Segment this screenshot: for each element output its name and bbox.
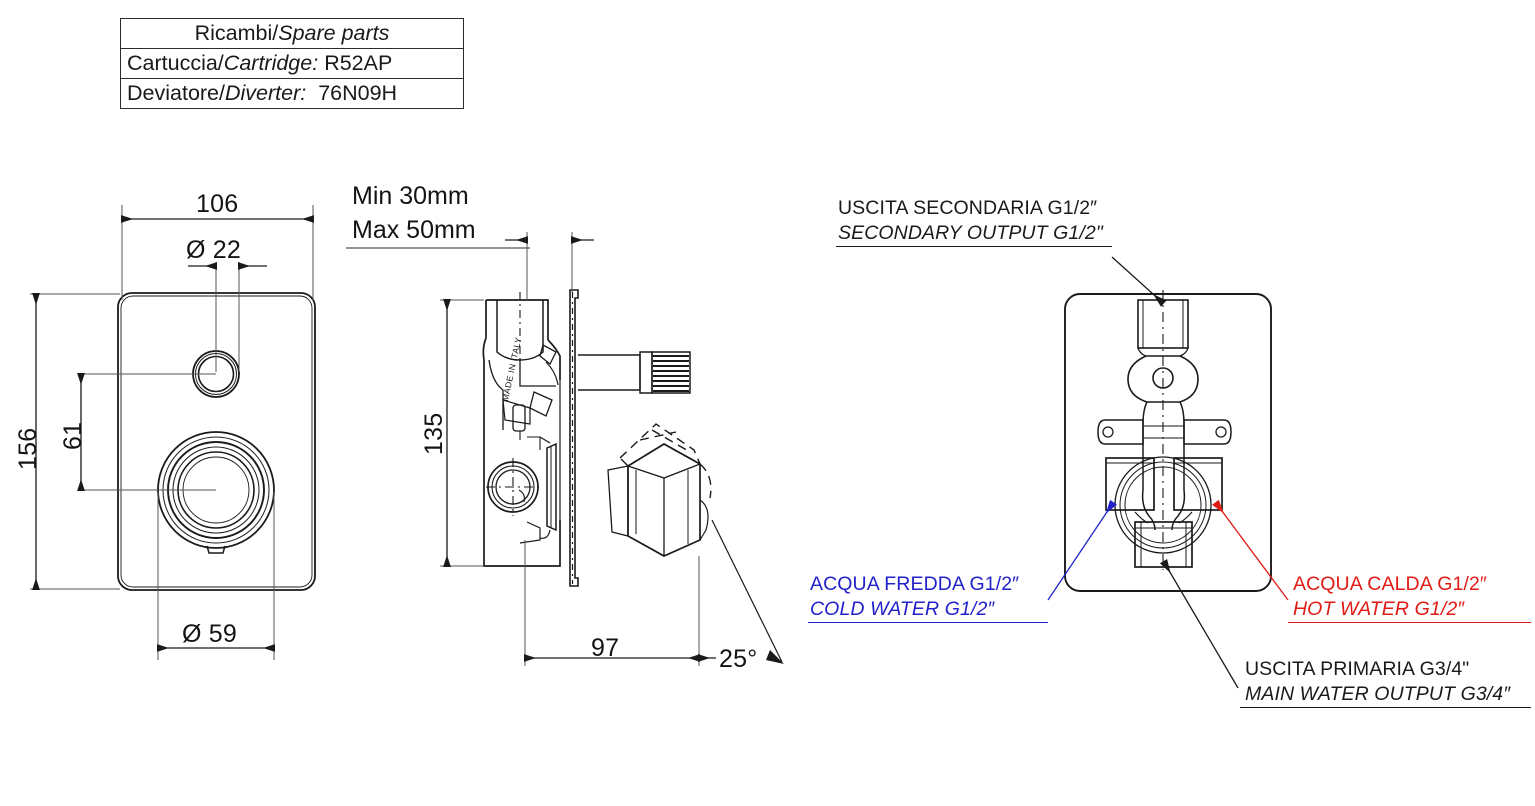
- wall-flange: [569, 289, 579, 587]
- label-cold-water-it: ACQUA FREDDA G1/2″: [810, 573, 1020, 595]
- hot-water-port: [1173, 457, 1223, 511]
- leader-cold-water: [1047, 499, 1118, 601]
- wall-note-min: Min 30mm: [352, 182, 469, 210]
- spare-parts-row-diverter: Deviatore/Diverter: 76N09H: [121, 79, 463, 108]
- lever-handle-side: [699, 499, 709, 541]
- dim-97-group: [524, 540, 700, 666]
- spare-parts-row-cartridge: Cartuccia/Cartridge: R52AP: [121, 49, 463, 79]
- escutcheon-top-chamfer: [539, 436, 551, 444]
- leader-main-output: [1159, 559, 1239, 689]
- cartridge-shoulder: [539, 344, 557, 366]
- spare-parts-table: Ricambi/Spare parts Cartuccia/Cartridge:…: [120, 18, 464, 109]
- lug-right: [1183, 419, 1232, 445]
- lug-right-hole: [1215, 426, 1227, 438]
- control-ring-notch: [206, 545, 226, 554]
- body-facet-a: [529, 391, 553, 417]
- dim-text-d59: Ø 59: [182, 620, 237, 648]
- label-cold-water-en: COLD WATER G1/2″: [810, 598, 995, 620]
- label-secondary-output-en: SECONDARY OUTPUT G1/2": [838, 222, 1103, 244]
- label-secondary-output: USCITA SECONDARIA G1/2″ SECONDARY OUTPUT…: [838, 196, 1103, 246]
- secondary-outlet-fillet-r: [1179, 347, 1189, 357]
- label-cold-water-rule: [808, 622, 1048, 623]
- dim-text-d22: Ø 22: [186, 236, 241, 264]
- leader-hot-water: [1212, 499, 1289, 601]
- escutcheon-bottom-chamfer: [539, 529, 551, 539]
- label-main-output: USCITA PRIMARIA G3/4" MAIN WATER OUTPUT …: [1245, 657, 1510, 707]
- lever-raised-line-a: [639, 431, 677, 441]
- diverter-label-it: Deviatore/: [127, 81, 225, 105]
- wall-note-max: Max 50mm: [352, 216, 476, 244]
- body-plaque: [512, 404, 526, 432]
- spare-parts-title-en: Spare parts: [278, 21, 390, 45]
- body-waist-left: [1141, 455, 1156, 531]
- label-secondary-output-it: USCITA SECONDARIA G1/2″: [838, 197, 1098, 219]
- body-left-upper: [482, 337, 487, 420]
- body-mid-contour: [488, 359, 504, 430]
- dim-text-97: 97: [591, 634, 620, 662]
- lug-left-hole: [1102, 426, 1114, 438]
- diverter-part-number: 76N09H: [318, 81, 398, 105]
- cartridge-part-number: R52AP: [324, 51, 393, 75]
- cartridge-label-it: Cartuccia/: [127, 51, 224, 75]
- diverter-port-ledge: [519, 360, 556, 387]
- secondary-outlet-fillet-l: [1137, 347, 1147, 357]
- lever-raised-line-b: [651, 429, 691, 453]
- dim-d22-group: [215, 262, 240, 372]
- body-top-outline: [486, 299, 549, 340]
- label-main-output-rule: [1240, 707, 1531, 708]
- escutcheon-lower-bracket: [519, 521, 541, 544]
- label-hot-water: ACQUA CALDA G1/2″ HOT WATER G1/2″: [1293, 572, 1487, 622]
- label-hot-water-rule: [1288, 622, 1531, 623]
- dim-61-group: [78, 373, 216, 491]
- diverter-label-en: Diverter:: [225, 81, 307, 105]
- leader-secondary-output: [1111, 256, 1167, 307]
- cold-water-port: [1105, 457, 1155, 511]
- label-hot-water-en: HOT WATER G1/2″: [1293, 598, 1465, 620]
- body-right-upper: [547, 339, 561, 380]
- spare-parts-title-it: Ricambi/: [194, 21, 279, 45]
- dim-d59-group: [157, 492, 275, 660]
- cartridge-label-en: Cartridge:: [223, 51, 319, 75]
- angle-leader-line: [711, 519, 783, 663]
- outlet-thread-hatch: [653, 354, 689, 393]
- lug-left: [1097, 419, 1144, 445]
- dim-text-106: 106: [196, 190, 239, 218]
- label-main-output-en: MAIN WATER OUTPUT G3/4″: [1245, 683, 1511, 705]
- rear-plate-outline: [1064, 293, 1272, 592]
- spare-parts-title-row: Ricambi/Spare parts: [121, 19, 463, 49]
- label-hot-water-it: ACQUA CALDA G1/2″: [1293, 573, 1487, 595]
- rear-view-geometry: [1064, 290, 1272, 592]
- label-main-output-it: USCITA PRIMARIA G3/4": [1245, 658, 1470, 680]
- angle-arrow-head: [766, 650, 784, 664]
- lever-raised-line-c: [699, 463, 712, 499]
- label-cold-water: ACQUA FREDDA G1/2″ COLD WATER G1/2″: [810, 572, 1019, 622]
- dim-156-group: [30, 293, 120, 590]
- dim-text-25deg: 25°: [719, 645, 758, 673]
- valve-detail-arc: [518, 489, 525, 503]
- body-mid-contour-right: [545, 361, 559, 386]
- inner-body-circle-3: [1124, 466, 1202, 544]
- body-waist-right: [1171, 455, 1186, 531]
- outlet-thread-body: [651, 351, 691, 394]
- escutcheon-bracket: [527, 436, 541, 450]
- lever-hub: [607, 465, 629, 537]
- lever-handle-raised-group: [618, 423, 712, 499]
- label-secondary-output-rule: [836, 246, 1112, 247]
- side-view-geometry: [482, 289, 691, 587]
- inner-body-circle-2: [1119, 461, 1207, 549]
- body-lower-outline: [483, 420, 561, 567]
- escutcheon-edge: [546, 442, 557, 532]
